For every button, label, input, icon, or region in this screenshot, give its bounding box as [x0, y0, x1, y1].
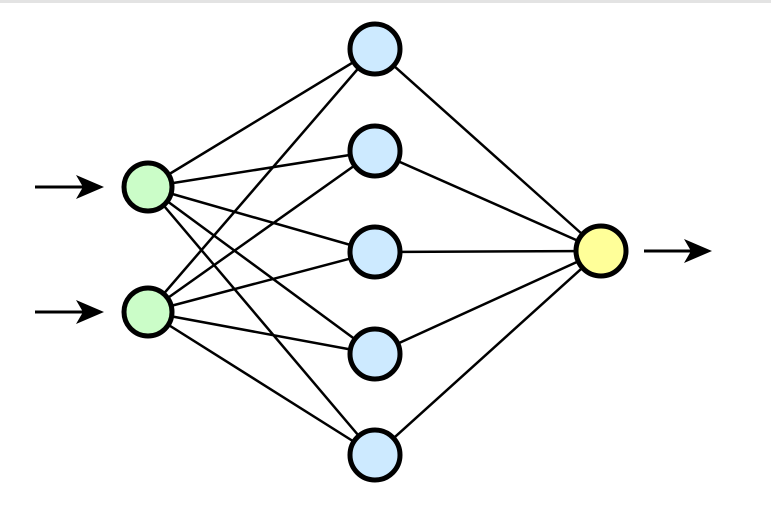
- hidden-5-node: [347, 427, 403, 483]
- edge-input-1-hidden-4: [147, 185, 376, 356]
- input-arrow-1-head-icon: [76, 175, 104, 199]
- edge-hidden-3-output-1: [374, 249, 602, 254]
- edge-hidden-2-output-1: [374, 149, 602, 253]
- output-1-node: [573, 223, 629, 279]
- hidden-1-node: [347, 21, 403, 77]
- top-border: [0, 0, 771, 3]
- edge-input-2-hidden-1: [147, 48, 376, 313]
- edge-input-2-hidden-3: [147, 250, 376, 314]
- hidden-2-node: [347, 123, 403, 179]
- input-2-node: [121, 285, 175, 339]
- edge-input-2-hidden-2: [147, 149, 376, 314]
- edge-input-2-hidden-5: [147, 310, 376, 457]
- hidden-3-node: [347, 224, 403, 280]
- edge-input-1-hidden-2: [147, 149, 376, 189]
- input-1-node: [121, 160, 175, 214]
- edge-hidden-4-output-1: [374, 249, 602, 356]
- edge-input-1-hidden-5: [147, 186, 376, 456]
- edge-input-1-hidden-1: [147, 47, 376, 189]
- output-arrow-head-icon: [684, 239, 712, 263]
- edge-input-2-hidden-4: [147, 310, 376, 356]
- input-arrow-2-head-icon: [76, 300, 104, 324]
- edge-input-1-hidden-3: [147, 185, 376, 254]
- edge-hidden-1-output-1: [374, 48, 602, 252]
- edge-hidden-5-output-1: [374, 250, 602, 456]
- hidden-4-node: [347, 326, 403, 382]
